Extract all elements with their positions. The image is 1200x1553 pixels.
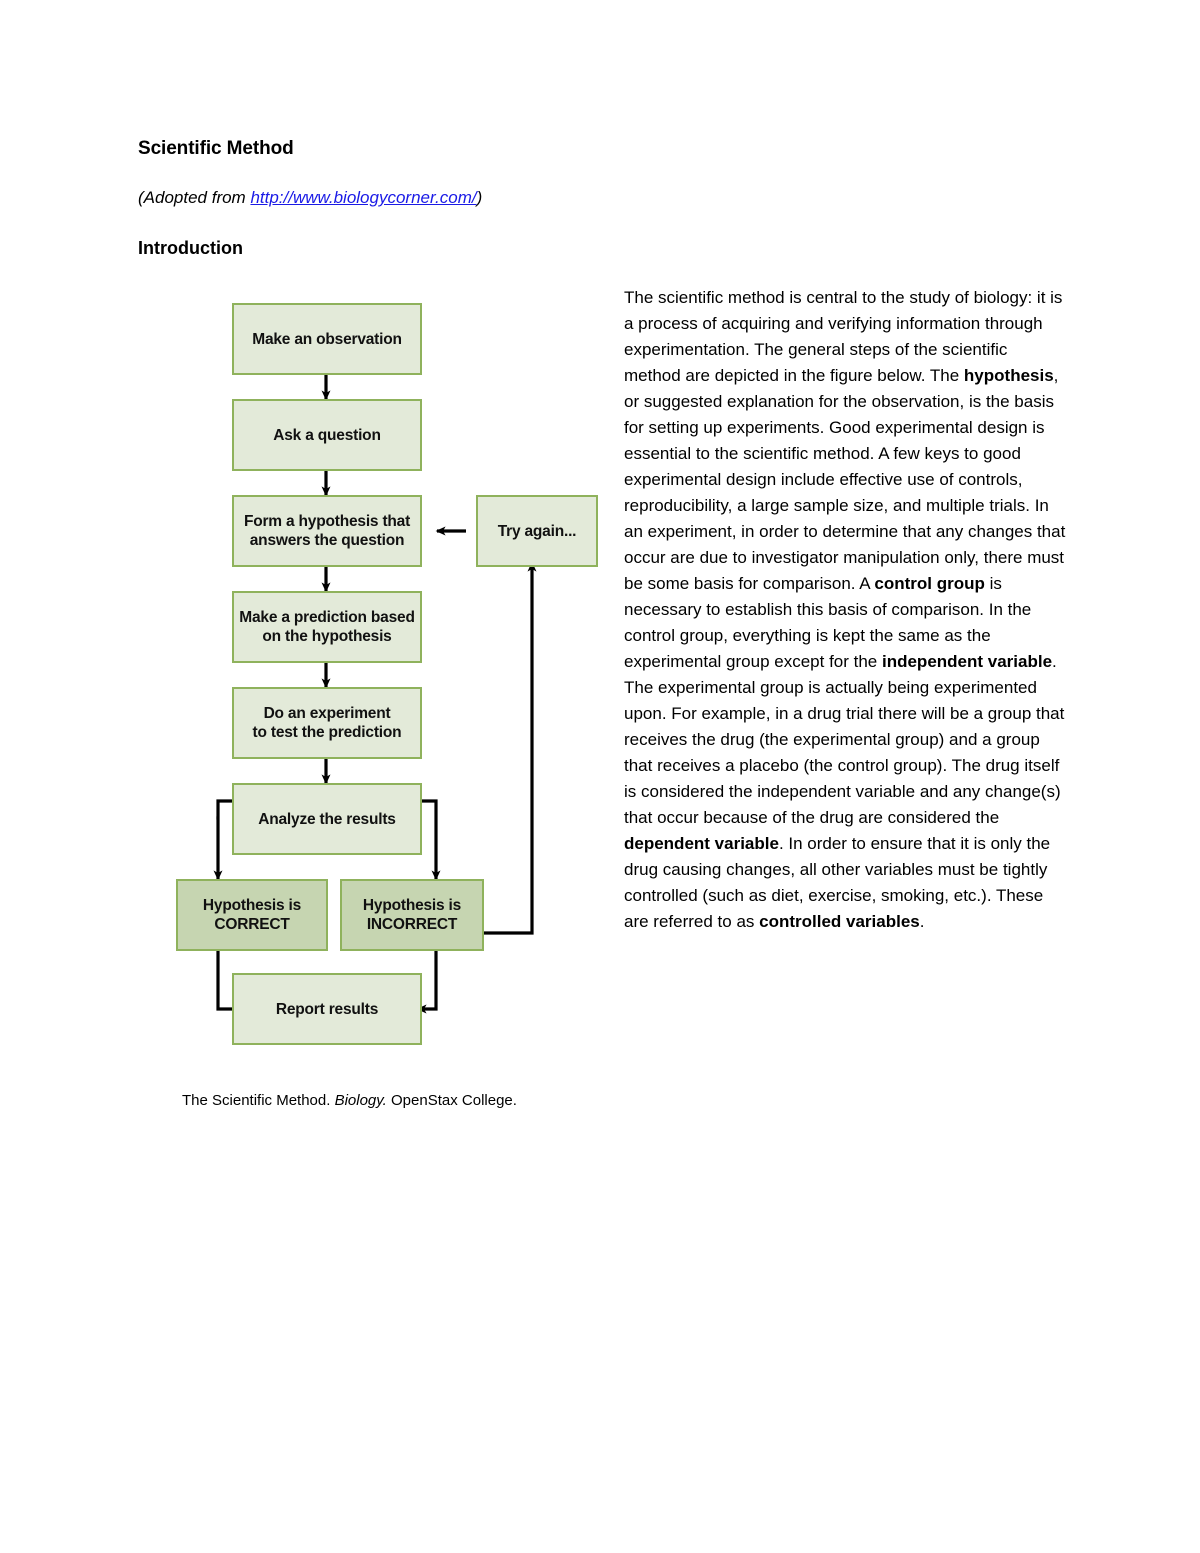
flow-node-form-a-hypothesis[interactable]: Form a hypothesis that answers the quest… — [232, 495, 422, 567]
flow-node-label-line1: Do an experiment — [263, 705, 391, 722]
flow-node-label: Ask a question — [273, 426, 381, 444]
arrow-analyze-right-elbow — [422, 799, 438, 818]
page-title: Scientific Method — [138, 138, 294, 159]
flow-node-make-an-observation[interactable]: Make an observation — [232, 303, 422, 375]
para-part-5: . In order to ensure that it is only the… — [624, 834, 1051, 931]
flow-node-label-line2: answers the question — [249, 532, 405, 549]
flow-node-analyze-the-results[interactable]: Analyze the results — [232, 783, 422, 855]
caption-text-1: The Scientific Method. — [182, 1092, 335, 1109]
para-part-3: is necessary to establish this basis of … — [624, 574, 1032, 671]
flow-node-do-an-experiment[interactable]: Do an experiment to test the prediction — [232, 687, 422, 759]
flow-node-label: Report results — [275, 1000, 379, 1018]
flow-node-ask-a-question[interactable]: Ask a question — [232, 399, 422, 471]
figure-caption: The Scientific Method. Biology. OpenStax… — [182, 1091, 606, 1111]
attribution-suffix: ) — [476, 188, 483, 207]
para-part-6: . — [919, 912, 925, 931]
arrow-analyze-left-elbow — [216, 799, 232, 818]
caption-source-title: Biology. — [334, 1092, 387, 1109]
para-part-2: , or suggested explanation for the obser… — [624, 366, 1066, 593]
flow-node-make-a-prediction[interactable]: Make a prediction based on the hypothesi… — [232, 591, 422, 663]
caption-text-2: OpenStax College. — [386, 1092, 517, 1109]
flow-node-label-line2: CORRECT — [214, 916, 290, 933]
flow-node-label-line2: to test the prediction — [252, 724, 402, 741]
flow-node-label-line1: Form a hypothesis that — [243, 513, 411, 530]
source-link[interactable]: http://www.biologycorner.com/ — [250, 188, 477, 207]
introduction-paragraph: The scientific method is central to the … — [138, 285, 1068, 935]
scientific-method-figure: Make an observation Ask a question Form … — [174, 291, 606, 1111]
section-heading-introduction: Introduction — [138, 238, 243, 258]
flow-node-label: Make an observation — [252, 330, 402, 348]
flow-node-report-results[interactable]: Report results — [232, 973, 422, 1045]
attribution-line: (Adopted from http://www.biologycorner.c… — [138, 188, 1068, 208]
flow-node-label-line1: Hypothesis is — [202, 897, 302, 914]
arrow-incorrect-to-tryagain — [484, 561, 537, 935]
flow-node-label-line2: INCORRECT — [366, 916, 458, 933]
flow-node-label: Try again... — [497, 522, 577, 540]
term-controlled-variables: controlled variables — [759, 912, 920, 931]
term-independent-variable: independent variable — [881, 652, 1053, 671]
attribution-prefix: (Adopted from — [138, 188, 251, 207]
term-control-group: control group — [874, 574, 985, 593]
flow-node-label-line1: Hypothesis is — [362, 897, 462, 914]
flow-node-label-line2: on the hypothesis — [262, 628, 392, 645]
para-part-4: . The experimental group is actually bei… — [624, 652, 1065, 827]
document-content: Scientific Method (Adopted from http://w… — [138, 138, 1068, 1117]
flow-node-label-line1: Make a prediction based — [239, 609, 415, 626]
arrow-incorrect-to-report — [416, 951, 438, 1014]
flow-node-try-again[interactable]: Try again... — [476, 495, 598, 567]
flowchart: Make an observation Ask a question Form … — [174, 291, 606, 1081]
term-dependent-variable: dependent variable — [624, 834, 779, 853]
flow-node-label: Analyze the results — [258, 810, 396, 828]
para-part-1: The scientific method is central to the … — [624, 288, 1063, 385]
flow-node-hypothesis-incorrect[interactable]: Hypothesis is INCORRECT — [340, 879, 484, 951]
term-hypothesis: hypothesis — [963, 366, 1054, 385]
flow-node-hypothesis-correct[interactable]: Hypothesis is CORRECT — [176, 879, 328, 951]
